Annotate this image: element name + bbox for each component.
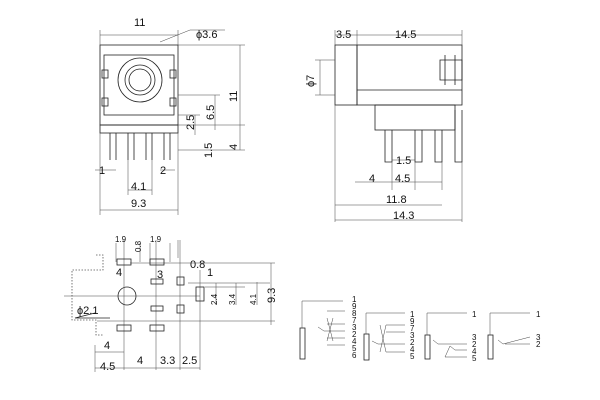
dim-2: 2 [160,165,166,177]
dim-4.1: 4.1 [131,181,146,193]
pin-label: 1 [472,310,477,319]
side-view: 3.5 14.5 ϕ7 1.5 4 4.5 11.8 14.3 [305,29,463,222]
dim-4.5: 4.5 [395,173,410,185]
dim-4-left: 4 [104,340,110,352]
pcb-layout: 1.9 0.8 1.9 4 0.8 3 1 2.4 3.4 4.1 9.3 ϕ2… [64,235,278,373]
dim-hole-2.1: ϕ2.1 [77,305,98,317]
front-view: 11 ϕ3.6 11 6.5 2.5 1.5 4 1 2 4.1 9.3 [95,17,245,215]
dim-pad-1.9-left: 1.9 [115,235,127,244]
pin-label: 3 [352,323,357,332]
dim-pad-1.9-right: 1.9 [150,235,162,244]
schematic-4: 1 3 2 [487,310,541,360]
dim-11.8: 11.8 [386,194,407,206]
pin-label: 6 [352,351,357,360]
pin-label: 1 [352,295,357,304]
pin-label: 3 [410,331,415,340]
dim-2.5: 2.5 [185,115,197,130]
dim-0.8: 0.8 [190,259,205,271]
schematic-1-pins: 1 9 8 7 3 2 4 5 6 [352,295,357,360]
dim-3: 3 [157,269,163,281]
dim-4.5: 4.5 [100,361,115,373]
pin-label: 3 [472,333,477,342]
dim-3.5: 3.5 [336,29,351,41]
pin-label: 4 [472,347,477,356]
pin-label: 4 [410,345,415,354]
schematic-3: 1 3 2 4 5 [424,310,477,363]
dim-height-11: 11 [228,91,240,102]
pin-label: 1 [410,310,415,319]
dim-1: 1 [99,165,105,177]
pin-label: 8 [352,309,357,318]
pin-label: 7 [410,324,415,333]
pin-label: 5 [410,352,415,361]
dim-1.5: 1.5 [396,155,411,167]
pin-label: 9 [410,317,415,326]
pin-label: 5 [472,354,477,363]
pin-label: 7 [352,316,357,325]
dim-9.3: 9.3 [131,198,146,210]
dim-4: 4 [228,144,240,150]
dim-4-bottom: 4 [137,355,143,367]
dim-4.1: 4.1 [249,293,258,305]
schematic-1: 1 9 8 7 3 2 4 5 6 [299,295,357,360]
dim-diameter-7: ϕ7 [305,75,317,87]
pin-label: 2 [410,338,415,347]
pin-label: 9 [352,302,357,311]
pin-label: 5 [352,344,357,353]
dim-2.4: 2.4 [210,293,219,305]
dim-gap-0.8: 0.8 [134,240,143,252]
pin-label: 2 [352,330,357,339]
dim-1: 1 [207,267,213,279]
dim-9.3: 9.3 [266,288,278,303]
dim-width-11: 11 [134,17,145,29]
pin-label: 4 [352,337,357,346]
dim-1.5: 1.5 [203,143,215,158]
pin-label: 2 [472,340,477,349]
pin-label: 2 [536,340,541,349]
pin-label: 1 [536,310,541,319]
dim-4-top: 4 [116,267,122,279]
dim-3.3: 3.3 [160,355,175,367]
schematic-2: 1 9 7 3 2 4 5 [363,310,415,361]
dim-6.5: 6.5 [205,105,217,120]
pin-label: 3 [536,333,541,342]
dim-14.5: 14.5 [395,29,416,41]
dim-bore-diameter: ϕ3.6 [196,29,217,41]
dim-4: 4 [369,173,375,185]
dim-14.3: 14.3 [393,210,414,222]
dim-2.5: 2.5 [182,355,197,367]
dim-3.4: 3.4 [228,293,237,305]
